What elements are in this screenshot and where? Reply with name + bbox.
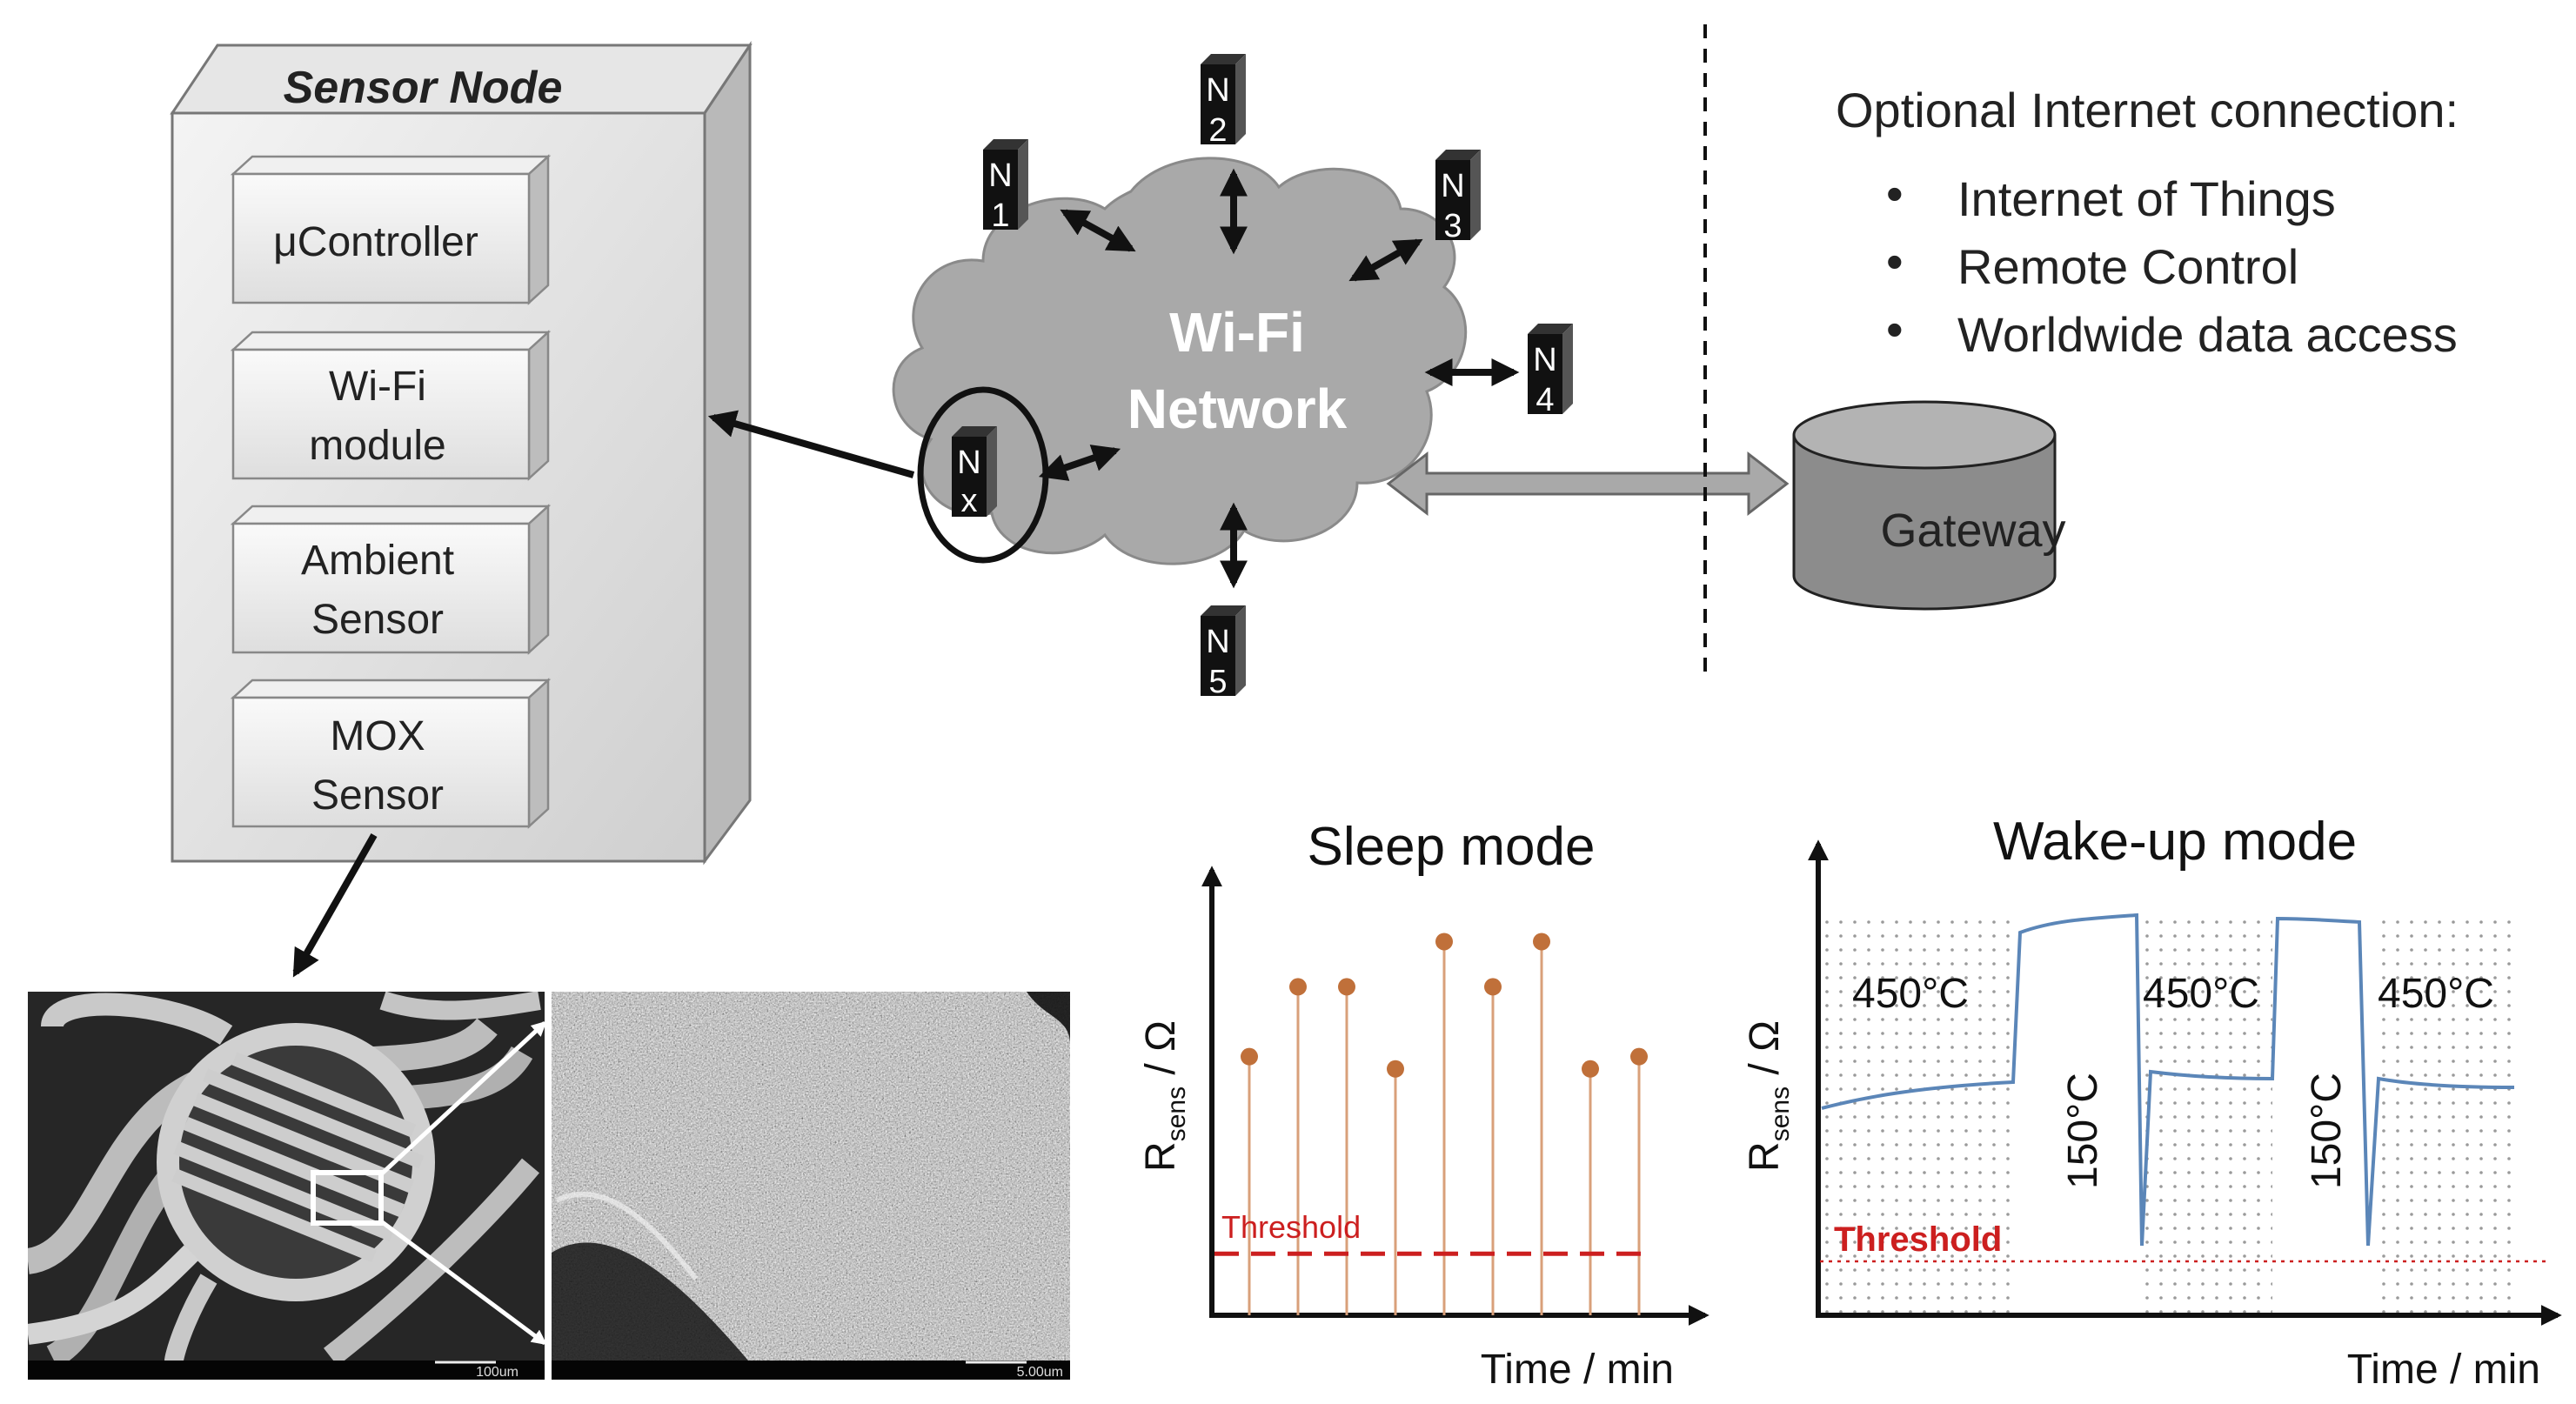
node-n2-letter: N (1206, 72, 1229, 109)
node-n3: N 3 (1435, 150, 1481, 244)
module-wifi: Wi-Fi module (230, 330, 552, 481)
node-n5-letter: N (1206, 624, 1229, 660)
node-n5: N 5 (1201, 605, 1246, 700)
wakeup-threshold-label: Threshold (1834, 1220, 2002, 1259)
link-n1 (1060, 209, 1136, 252)
sleep-data-point (1338, 978, 1355, 996)
node-n4-index: 4 (1536, 382, 1554, 418)
phase-label-150-2: 150°C (2304, 1073, 2350, 1189)
sleep-data-point (1289, 978, 1307, 996)
sleep-data-point (1435, 933, 1453, 951)
link-n3 (1348, 238, 1423, 282)
module-microcontroller-label: μController (273, 219, 478, 265)
node-nx-index: x (961, 483, 978, 519)
node-links (1038, 168, 1520, 589)
left-scale-bar-label: 100um (476, 1365, 519, 1380)
link-nx (1038, 445, 1121, 481)
module-mox-label-line1: MOX (330, 713, 425, 759)
module-wifi-label-line1: Wi-Fi (329, 364, 426, 410)
module-ambient-sensor: Ambient Sensor (230, 504, 552, 655)
sleep-data-point (1387, 1060, 1404, 1078)
phase-label-450-3: 450°C (2378, 971, 2494, 1017)
cloud-label-line2: Network (1127, 378, 1348, 440)
node-n4: N 4 (1528, 324, 1573, 418)
sleep-chart-title: Sleep mode (1308, 817, 1596, 877)
module-mox-sensor: MOX Sensor (230, 678, 552, 829)
bullet-1-text: Internet of Things (1957, 171, 2336, 226)
sleep-data-point (1533, 933, 1550, 951)
internet-heading: Optional Internet connection: (1836, 83, 2459, 137)
node-n1-index: 1 (991, 197, 1009, 234)
zoom-line-bottom (379, 1219, 547, 1346)
cloud-label-line1: Wi-Fi (1169, 301, 1305, 364)
nx-to-sensor-node-arrow (707, 410, 915, 478)
node-n1: N 1 (983, 139, 1028, 234)
bullet-3-text: Worldwide data access (1957, 307, 2458, 362)
sensor-node-title: Sensor Node (284, 63, 563, 113)
node-n2-index: 2 (1208, 112, 1227, 149)
node-n3-index: 3 (1443, 208, 1462, 244)
sleep-data-point (1484, 978, 1502, 996)
bullet-2-symbol: • (1886, 234, 1904, 289)
module-ambient-label-line2: Sensor (311, 597, 444, 643)
node-nx-letter: N (957, 445, 980, 481)
phase-label-450-2: 450°C (2143, 971, 2259, 1017)
sem-micrograph-left: 100um (28, 992, 547, 1380)
zoom-line-top (379, 1020, 547, 1176)
node-n3-letter: N (1441, 168, 1464, 204)
module-wifi-label-line2: module (309, 423, 445, 469)
node-n1-letter: N (988, 157, 1012, 194)
gateway-cylinder: Gateway (1792, 400, 2066, 611)
node-n5-index: 5 (1208, 664, 1227, 700)
sleep-mode-chart: Sleep mode Time / min Rsens / Ω Threshol… (1138, 817, 1710, 1393)
bullet-2-text: Remote Control (1957, 239, 2298, 294)
bullet-3-symbol: • (1886, 302, 1904, 357)
sleep-data-marks (1241, 933, 1648, 1315)
sleep-x-label: Time / min (1481, 1347, 1674, 1393)
wakeup-chart-title: Wake-up mode (1993, 812, 2357, 872)
right-scale-bar-label: 5.00um (1017, 1365, 1063, 1380)
sem-micrograph-right: 5.00um (552, 992, 1070, 1380)
phase-label-150-1: 150°C (2060, 1073, 2106, 1189)
node-nx: N x (952, 426, 997, 519)
gateway-label: Gateway (1880, 505, 2065, 557)
wakeup-450-regions (1820, 913, 2514, 1315)
cloud-gateway-link (1386, 451, 1790, 517)
bullet-1-symbol: • (1886, 166, 1904, 221)
wakeup-x-label: Time / min (2347, 1347, 2540, 1393)
sleep-data-point (1241, 1047, 1258, 1066)
internet-info: Optional Internet connection: • Internet… (1836, 83, 2459, 362)
node-n2: N 2 (1201, 54, 1246, 149)
sleep-threshold-label: Threshold (1221, 1209, 1361, 1245)
module-mox-label-line2: Sensor (311, 772, 444, 819)
wakeup-resistance-line (1821, 913, 2515, 1247)
module-microcontroller: μController (230, 154, 552, 305)
wakeup-mode-chart: Wake-up mode Time / min Rsens / Ω 450°C … (1742, 812, 2562, 1393)
phase-label-450-1: 450°C (1852, 971, 1969, 1017)
wakeup-y-label: Rsens / Ω (1742, 1020, 1795, 1172)
module-ambient-label-line1: Ambient (301, 538, 454, 584)
sleep-data-point (1582, 1060, 1599, 1078)
sleep-data-point (1630, 1047, 1648, 1066)
sleep-y-label: Rsens / Ω (1138, 1020, 1191, 1172)
mox-to-micrograph-arrow (292, 833, 378, 978)
node-n4-letter: N (1533, 342, 1556, 378)
wifi-network-cloud: Wi-Fi Network (892, 157, 1468, 565)
